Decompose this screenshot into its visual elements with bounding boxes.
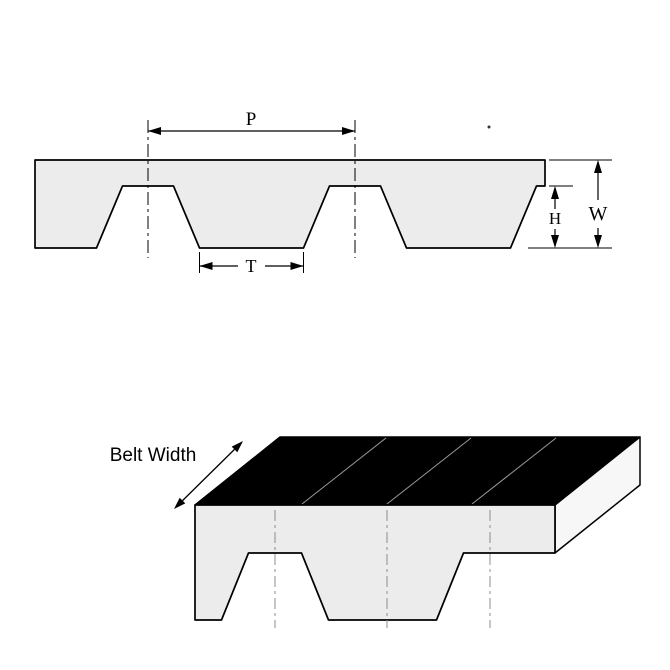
thickness-label: W bbox=[589, 203, 608, 225]
belt-width-arrow-line bbox=[182, 448, 235, 502]
tooth-height-label: H bbox=[549, 209, 561, 228]
isometric-view: Belt Width bbox=[110, 436, 641, 628]
tooth-width-arrow-right bbox=[290, 262, 304, 270]
belt-width-arrowhead-lower bbox=[174, 497, 186, 509]
cross-section-view: P T H W bbox=[34, 109, 612, 276]
thickness-arrow-down bbox=[594, 235, 602, 248]
belt-width-annotation: Belt Width bbox=[110, 441, 243, 509]
dimension-tooth-width: T bbox=[199, 252, 304, 276]
pitch-arrow-right bbox=[342, 127, 355, 135]
top-face-seam-1 bbox=[301, 437, 387, 505]
stray-dot bbox=[487, 125, 491, 129]
top-face-seam-2 bbox=[386, 437, 472, 505]
pitch-label: P bbox=[246, 109, 257, 130]
tooth-width-label: T bbox=[246, 256, 257, 276]
tooth-height-arrow-down bbox=[551, 235, 559, 248]
belt-profile bbox=[34, 159, 546, 249]
belt-width-label: Belt Width bbox=[110, 445, 197, 466]
dimension-pitch: P bbox=[148, 109, 355, 135]
tooth-height-arrow-up bbox=[551, 186, 559, 199]
belt-front-face bbox=[194, 504, 556, 621]
belt-width-arrowhead-upper bbox=[231, 441, 243, 453]
dimension-overall-thickness: W bbox=[549, 159, 612, 248]
tooth-width-arrow-left bbox=[199, 262, 213, 270]
top-face-seam-3 bbox=[471, 437, 557, 505]
pitch-arrow-left bbox=[148, 127, 161, 135]
thickness-arrow-up bbox=[594, 160, 602, 173]
